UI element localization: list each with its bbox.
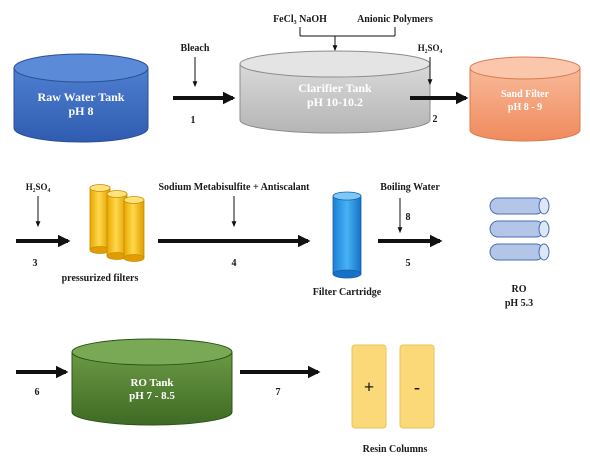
ro-tank: RO Tank pH 7 - 8.5 — [71, 338, 233, 426]
sand-filter-label: Sand Filter — [501, 89, 550, 100]
sand-filter: Sand Filter pH 8 - 9 — [469, 56, 581, 142]
filter-cartridge-label: Filter Cartridge — [313, 287, 382, 298]
raw-water-tank-ph: pH 8 — [68, 104, 93, 118]
pressurized-filter-2 — [106, 190, 128, 260]
step-number-3: 3 — [33, 258, 38, 269]
step-number-6: 6 — [35, 387, 40, 398]
ro-membrane-2 — [489, 220, 550, 238]
clarifier-tank-label: Clarifier Tank — [298, 81, 372, 95]
h2so4-left-label: H₂SO₄ — [26, 182, 51, 192]
raw-water-tank: Raw Water Tank pH 8 — [13, 53, 149, 143]
step-number-2: 2 — [433, 114, 438, 125]
step-number-7: 7 — [276, 387, 281, 398]
step-number-5: 5 — [406, 258, 411, 269]
ro-tank-label: RO Tank — [130, 377, 174, 389]
plus-sign: + — [364, 377, 374, 397]
resin-column-anion: - — [399, 344, 435, 429]
ro-ph: pH 5.3 — [505, 298, 533, 309]
pressurized-filter-1 — [89, 184, 111, 254]
pressurized-filter-3 — [123, 196, 145, 262]
ro-tank-ph: pH 7 - 8.5 — [129, 390, 175, 402]
boiling-water-label: Boiling Water — [380, 182, 440, 193]
fecl3-naoh-label: FeCl₃ NaOH — [273, 14, 327, 25]
ro-membranes — [489, 197, 550, 261]
filter-cartridge — [332, 191, 362, 279]
h2so4-top-label: H₂SO₄ — [418, 43, 443, 53]
sand-filter-ph: pH 8 - 9 — [508, 102, 542, 113]
chemical-feed-bracket — [299, 27, 396, 52]
clarifier-tank-ph: pH 10-10.2 — [307, 95, 363, 109]
sms-antiscalant-label: Sodium Metabisulfite + Antiscalant — [159, 182, 311, 193]
step-number-8: 8 — [406, 212, 411, 223]
anionic-polymers-label: Anionic Polymers — [357, 14, 433, 25]
resin-column-cation: + — [351, 344, 387, 429]
ro-membrane-1 — [489, 197, 550, 215]
ro-label: RO — [512, 284, 527, 295]
pressurized-filters — [89, 184, 145, 262]
ro-membrane-3 — [489, 243, 550, 261]
raw-water-tank-label: Raw Water Tank — [38, 90, 125, 104]
resin-columns-label: Resin Columns — [363, 444, 428, 455]
step-number-1: 1 — [191, 115, 196, 126]
step-number-4: 4 — [232, 258, 237, 269]
bleach-label: Bleach — [181, 43, 210, 54]
clarifier-tank: Clarifier Tank pH 10-10.2 — [239, 50, 431, 134]
pressurized-filters-label: pressurized filters — [62, 273, 139, 284]
minus-sign: - — [414, 377, 420, 397]
